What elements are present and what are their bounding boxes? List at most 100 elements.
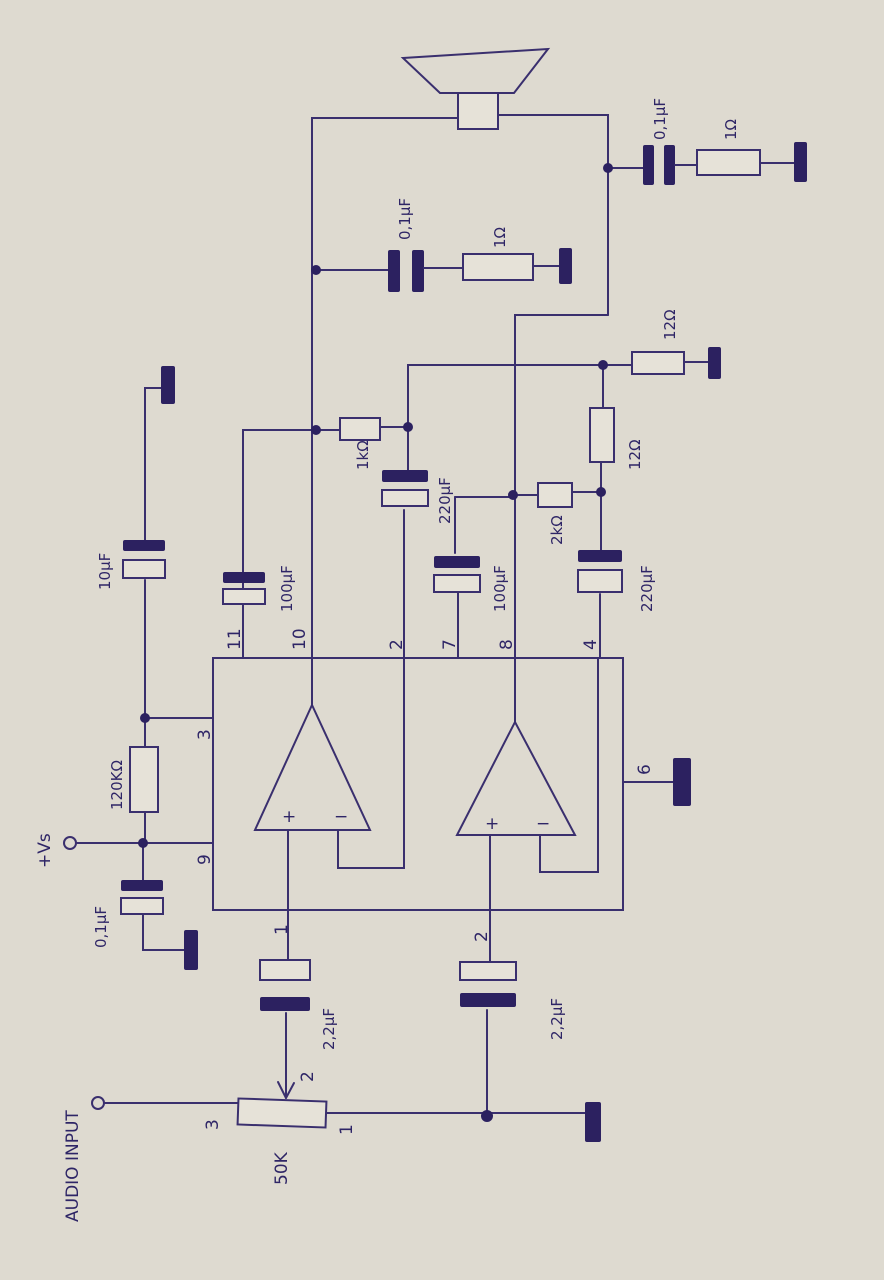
label-c-10u: 10µF (96, 553, 114, 590)
label-pot-pin1: 1 (337, 1124, 357, 1135)
wire-top-fb (407, 364, 604, 428)
cap-100-pin11-plate-b (222, 588, 266, 605)
label-pot-value: 50K (272, 1151, 292, 1185)
audio-input-terminal (91, 1096, 105, 1110)
label-r-12-a: 12Ω (661, 309, 679, 340)
wire-vsc-b (142, 914, 191, 951)
cap-vs-plate-a (121, 880, 163, 891)
label-c-in1: 2,2µF (320, 1008, 338, 1050)
cap-100-mid-plate-a (434, 556, 480, 568)
label-c-220-bot: 220µF (638, 565, 656, 612)
cap-zobel1-plate-a (388, 250, 400, 292)
cap-in2-plate-a (459, 961, 517, 981)
ground-zobel2 (794, 142, 807, 182)
cap-100-mid-plate-b (433, 574, 481, 593)
ic-body (212, 657, 624, 911)
cap-220-bot-plate-b (577, 569, 623, 593)
ground-12ohm (708, 347, 721, 379)
resistor-1ohm-b (696, 149, 761, 176)
junction (598, 360, 608, 370)
junction (508, 490, 518, 500)
pin-4: 4 (581, 639, 601, 650)
junction (603, 163, 613, 173)
resistor-120k (129, 746, 159, 813)
junction (596, 487, 606, 497)
junction (311, 425, 321, 435)
label-r-zobel2: 1Ω (722, 119, 740, 140)
label-r-bias: 120KΩ (108, 760, 126, 810)
label-r-zobel1: 1Ω (491, 227, 509, 248)
opamp-1-plus: + (282, 807, 296, 827)
pin-10: 10 (290, 628, 310, 650)
junction (481, 1110, 493, 1122)
resistor-2k (537, 482, 573, 508)
opamp-2-plus: + (485, 814, 499, 834)
pin-2-input: 2 (472, 931, 492, 942)
pin-2-fb: 2 (387, 639, 407, 650)
pin-3: 3 (195, 729, 215, 740)
opamp-2-minus: − (536, 814, 550, 834)
resistor-1ohm-a (462, 253, 534, 281)
cap-220-top-plate-b (381, 489, 429, 507)
pin-6: 6 (635, 764, 655, 775)
ground-pin6 (673, 758, 691, 806)
resistor-1k (339, 417, 381, 441)
ground-input (585, 1102, 601, 1142)
resistor-12ohm-b (589, 407, 615, 463)
cap-in1-plate-a (259, 959, 311, 981)
label-c-zobel1: 0,1µF (396, 198, 414, 240)
cap-zobel2-plate-a (643, 145, 654, 185)
label-pot-pin2: 2 (298, 1071, 318, 1082)
wire-fb2 (539, 657, 599, 873)
ground-vs-cap (184, 930, 198, 970)
junction (403, 422, 413, 432)
label-c-in2: 2,2µF (548, 998, 566, 1040)
cap-220-bot-plate-a (578, 550, 622, 562)
junction (311, 265, 321, 275)
cap-in2-plate-b (460, 993, 516, 1007)
wire-10u-b (144, 387, 166, 541)
label-r-2k: 2kΩ (548, 515, 566, 545)
wire-pin11 (242, 429, 317, 659)
pin-11: 11 (225, 628, 245, 650)
label-audio-input: AUDIO INPUT (63, 1110, 83, 1222)
wire-fb1 (337, 657, 405, 869)
ground-zobel1 (559, 248, 572, 284)
label-c-vs: 0,1µF (92, 906, 110, 948)
cap-10u-plate-a (123, 540, 165, 551)
wire-out1 (311, 117, 459, 706)
cap-zobel1-plate-b (412, 250, 424, 292)
pot-wiper-arrow (277, 1081, 295, 1099)
label-vs: +Vs (35, 833, 55, 868)
pin-1: 1 (272, 924, 292, 935)
label-c-220-top: 220µF (436, 477, 454, 524)
opamp-2: + − (455, 719, 577, 836)
junction (138, 838, 148, 848)
label-r-12-b: 12Ω (626, 439, 644, 470)
potentiometer (236, 1097, 328, 1129)
label-c-pin11: 100µF (278, 565, 296, 612)
label-c-100-mid: 100µF (491, 565, 509, 612)
pin-9: 9 (195, 854, 215, 865)
label-c-zobel2: 0,1µF (651, 98, 669, 140)
cap-in1-plate-b (260, 997, 310, 1011)
vs-terminal (63, 836, 77, 850)
label-r-1k: 1kΩ (354, 440, 372, 470)
ground-10u (161, 366, 175, 404)
cap-10u-plate-b (122, 559, 166, 579)
pin-7: 7 (440, 639, 460, 650)
cap-100-pin11-plate-a (223, 572, 265, 583)
speaker (400, 47, 551, 130)
wire-spk-right (496, 114, 609, 316)
wire-out2 (514, 314, 609, 723)
opamp-1-minus: − (334, 807, 348, 827)
cap-220-top-plate-a (382, 470, 428, 482)
opamp-1: + − (253, 702, 372, 831)
pin-8: 8 (497, 639, 517, 650)
resistor-12ohm-a (631, 351, 685, 375)
junction (140, 713, 150, 723)
label-pot-pin3: 3 (203, 1119, 223, 1130)
cap-zobel2-plate-b (664, 145, 675, 185)
cap-vs-plate-b (120, 897, 164, 915)
